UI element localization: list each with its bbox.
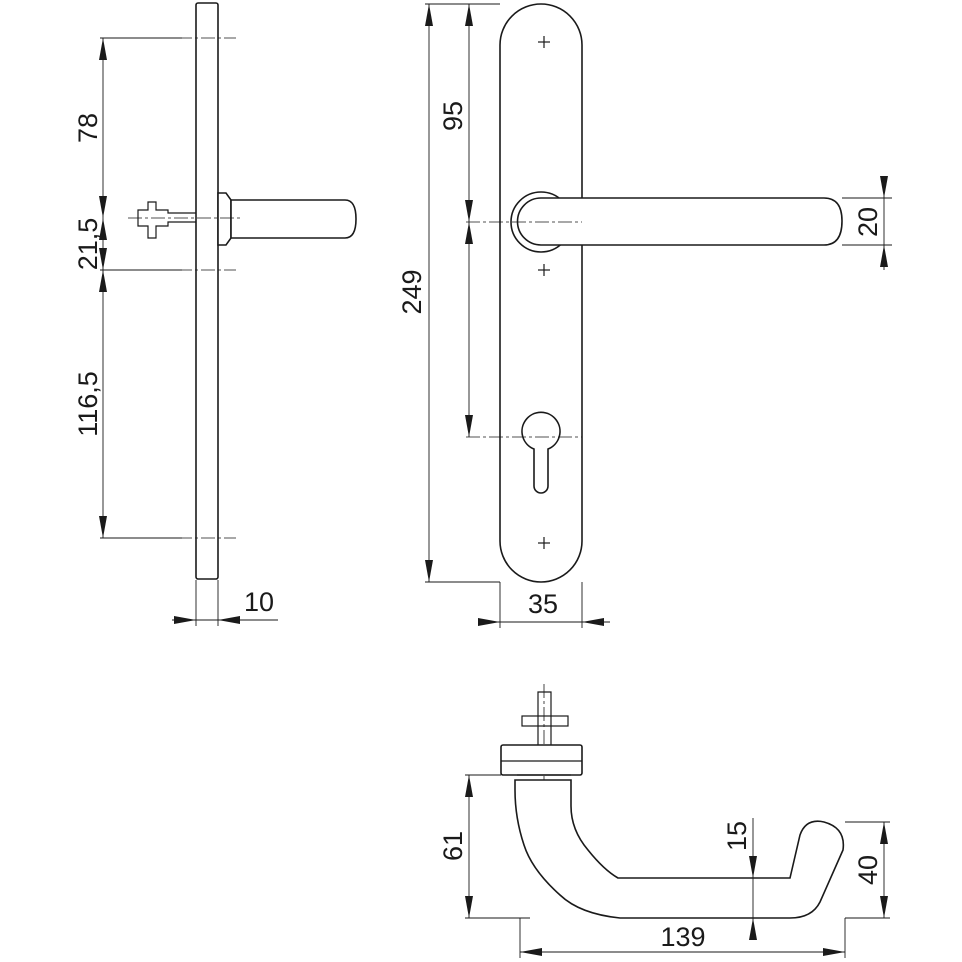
- dimension-116-5: 116,5: [73, 371, 103, 437]
- side-lever-stub: [230, 199, 357, 239]
- side-spindle: [137, 201, 196, 239]
- arrow-95-top: [465, 4, 473, 26]
- front-backplate: [499, 3, 583, 583]
- arrow-20-bottom: [880, 245, 888, 267]
- screw-mark-top: [538, 36, 550, 48]
- dimension-40: 40: [853, 855, 883, 885]
- front-lever: [516, 197, 843, 246]
- top-spindle: [537, 691, 552, 745]
- side-view: 78 21,5 116,5 10: [73, 2, 357, 626]
- dimension-249: 249: [397, 269, 427, 314]
- top-lever: [514, 779, 845, 919]
- dimension-95: 95: [438, 101, 468, 131]
- arrow-116-5-bottom: [99, 516, 107, 538]
- arrow-95-bottom: [465, 200, 473, 222]
- dimension-10: 10: [244, 587, 274, 617]
- arrow-116-5-top: [99, 270, 107, 292]
- cylinder-cutout: [521, 411, 561, 494]
- arrow-15-bottom: [749, 918, 757, 940]
- side-backplate: [195, 2, 219, 580]
- top-spindle-collar: [521, 715, 569, 727]
- arrow-15-top: [749, 856, 757, 878]
- dimension-20: 20: [853, 207, 883, 237]
- front-view: 249 95 35 20: [397, 3, 892, 628]
- screw-mark-bottom: [538, 537, 550, 549]
- arrow-40-top: [880, 822, 888, 844]
- dimension-139: 139: [660, 922, 705, 952]
- arrow-10-left: [174, 616, 196, 624]
- arrow-249-bottom: [425, 560, 433, 582]
- arrow-35-left: [478, 618, 500, 626]
- dimension-21-5: 21,5: [73, 218, 103, 271]
- arrow-35-right: [582, 618, 604, 626]
- arrow-40-bottom: [880, 896, 888, 918]
- arrow-92-top: [465, 222, 473, 244]
- dimension-35: 35: [528, 589, 558, 619]
- arrow-21-5-top: [99, 218, 107, 240]
- dimension-61: 61: [438, 831, 468, 861]
- arrow-249-top: [425, 4, 433, 26]
- arrow-20-top: [880, 176, 888, 198]
- top-rosette: [500, 744, 583, 776]
- arrow-139-left: [520, 948, 542, 956]
- arrow-139-right: [823, 948, 845, 956]
- arrow-10-right: [218, 616, 240, 624]
- arrow-61-top: [465, 775, 473, 797]
- side-rose: [217, 192, 232, 246]
- arrow-92-bottom: [465, 415, 473, 437]
- screw-mark-middle: [538, 264, 550, 276]
- dimension-15: 15: [722, 821, 752, 851]
- arrow-78-bottom: [99, 196, 107, 218]
- arrow-61-bottom: [465, 896, 473, 918]
- top-view: 61 15 40 139: [438, 684, 890, 958]
- dimension-78: 78: [73, 113, 103, 143]
- arrow-78-top: [99, 38, 107, 60]
- arrow-21-5-bottom: [99, 248, 107, 270]
